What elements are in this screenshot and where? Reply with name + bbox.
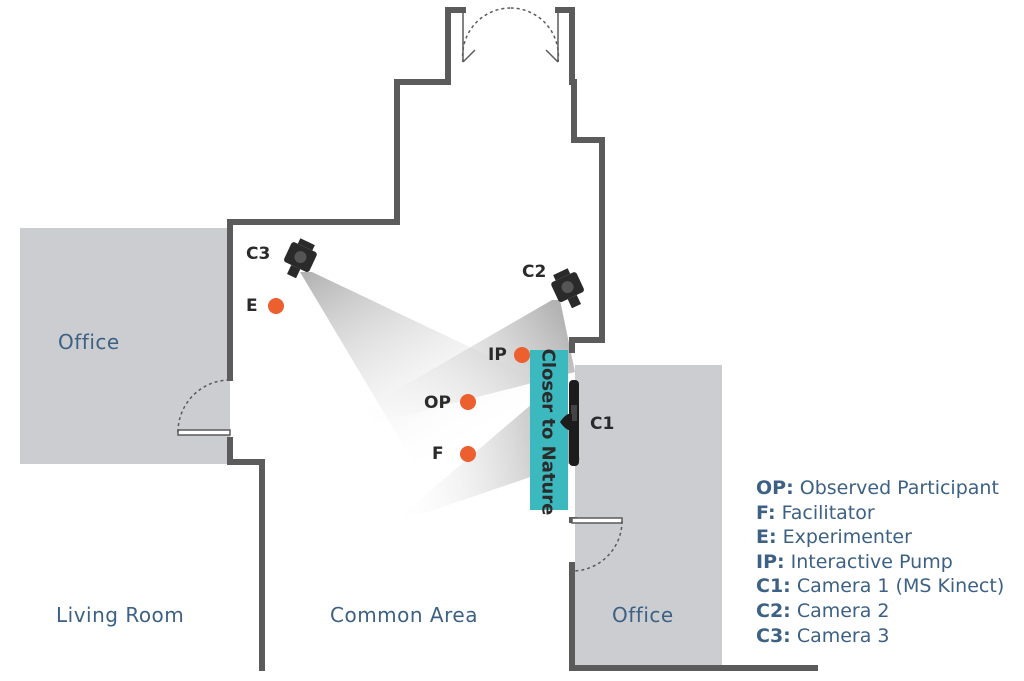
- camera-3-label: C3: [246, 244, 271, 264]
- video-camera-icon: [551, 268, 584, 309]
- main-wall-right: [555, 7, 605, 353]
- video-camera-icon: [284, 238, 317, 279]
- experimenter-label: E: [246, 296, 258, 316]
- office-left-room: [20, 228, 230, 464]
- experimenter-marker: [268, 298, 284, 314]
- office-right-room: [575, 365, 722, 665]
- facilitator-label: F: [432, 444, 444, 464]
- installation-label: Closer to Nature: [537, 348, 559, 516]
- room-label-common-area: Common Area: [330, 603, 478, 627]
- legend-item: C1: Camera 1 (MS Kinect): [756, 575, 1005, 598]
- kinect-camera-icon: [560, 380, 579, 466]
- observed-participant-marker: [460, 394, 476, 410]
- installation-panel: [530, 350, 568, 510]
- facilitator-marker: [460, 446, 476, 462]
- room-label-office-right: Office: [612, 603, 674, 627]
- camera-1-label: C1: [590, 414, 615, 434]
- legend-item: E: Experimenter: [756, 526, 912, 549]
- room-label-living-room: Living Room: [56, 603, 185, 627]
- right-office-door: [571, 517, 623, 572]
- legend-item: C3: Camera 3: [756, 624, 890, 647]
- interactive-pump-label: IP: [488, 345, 507, 365]
- room-label-office-left: Office: [58, 330, 120, 354]
- camera-2-view: [310, 300, 575, 440]
- legend: OP: Observed Participant F: Facilitator …: [756, 476, 1004, 648]
- right-wall-bottom: [569, 562, 818, 671]
- legend-item: OP: Observed Participant: [756, 477, 999, 499]
- legend-item: C2: Camera 2: [756, 599, 890, 622]
- interactive-pump-marker: [514, 347, 530, 363]
- door-icon: [461, 7, 560, 63]
- camera-2-label: C2: [522, 262, 547, 282]
- main-wall-left: [227, 7, 466, 381]
- legend-item: F: Facilitator: [756, 501, 875, 524]
- main-wall-left-lower: [227, 437, 265, 671]
- observed-participant-label: OP: [424, 393, 451, 413]
- left-office-door: [177, 379, 231, 436]
- legend-item: IP: Interactive Pump: [756, 550, 953, 573]
